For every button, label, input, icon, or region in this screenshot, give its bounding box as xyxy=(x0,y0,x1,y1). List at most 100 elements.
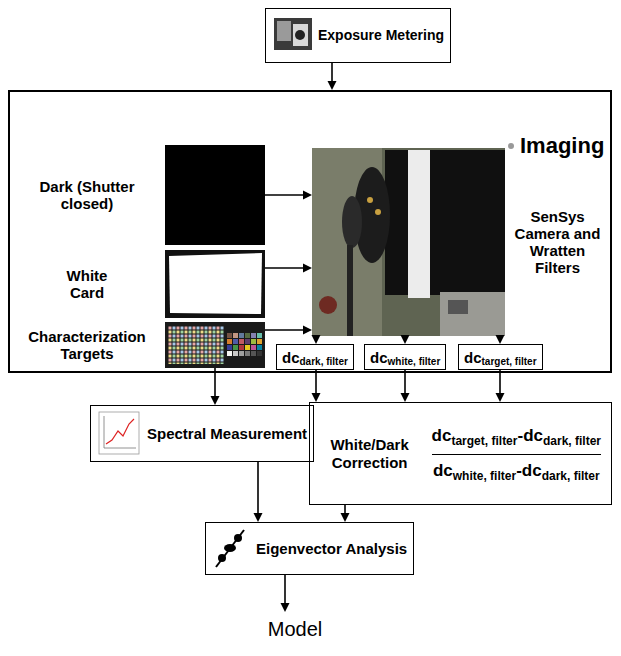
label-area: Dark (Shutter closed) xyxy=(14,178,160,213)
dark-frame xyxy=(165,145,265,245)
box-label: Eigenvector Analysis xyxy=(256,540,407,557)
subscript: white, filter xyxy=(453,469,516,483)
white-card-photo xyxy=(165,250,265,318)
plot-axis xyxy=(104,448,136,449)
image-space xyxy=(160,250,265,318)
arrow-connector xyxy=(401,335,410,344)
process-box: dcdark, filter xyxy=(276,344,354,370)
patch xyxy=(227,351,232,356)
arrowhead xyxy=(328,81,337,90)
patch xyxy=(239,333,244,338)
patch xyxy=(251,333,256,338)
image-label: White Card xyxy=(52,267,122,302)
image-space xyxy=(160,145,265,245)
arrow-connector xyxy=(254,462,263,522)
process-box: dctarget, filter xyxy=(458,344,543,370)
label-area: White Card xyxy=(14,267,160,302)
camera-photo xyxy=(312,148,505,336)
arrow-connector xyxy=(496,335,505,344)
output-label: Model xyxy=(245,612,345,650)
box-label: Spectral Measurement xyxy=(147,425,307,442)
patch xyxy=(233,339,238,344)
arrow-connector xyxy=(312,335,321,344)
color-chart xyxy=(168,326,224,364)
patch xyxy=(233,351,238,356)
arrowhead xyxy=(401,335,410,344)
dc-symbol: dc xyxy=(432,426,452,446)
mount-detail xyxy=(448,300,468,314)
connector-line xyxy=(265,194,304,196)
patch xyxy=(257,345,262,350)
arrowhead xyxy=(312,393,321,402)
scatter-dot xyxy=(224,544,236,552)
patch xyxy=(251,339,256,344)
camera-body xyxy=(385,150,505,295)
exposure-photo xyxy=(274,18,312,50)
patch xyxy=(245,345,250,350)
arrowhead xyxy=(496,335,505,344)
process-box: Eigenvector Analysis xyxy=(205,522,414,575)
arrowhead xyxy=(254,513,263,522)
patch xyxy=(251,351,256,356)
arrow-connector xyxy=(496,370,505,402)
lens xyxy=(342,196,362,248)
arrowhead xyxy=(303,264,312,273)
plot-frame xyxy=(99,412,139,454)
connector-line xyxy=(257,462,259,514)
arrowhead xyxy=(281,603,290,612)
spectrum-plot-icon xyxy=(99,412,139,454)
arrowhead xyxy=(303,326,312,335)
scatter-dot xyxy=(234,534,242,542)
arrow-connector xyxy=(265,326,312,335)
dc-symbol: -dc xyxy=(516,461,542,481)
patch xyxy=(245,351,250,356)
connector-line xyxy=(331,63,333,82)
patch xyxy=(239,345,244,350)
plot-axis xyxy=(104,416,105,448)
white-card xyxy=(169,253,262,314)
patch xyxy=(245,339,250,344)
photo-detail xyxy=(277,21,291,41)
photo-ground xyxy=(165,250,265,318)
image-node: SenSys Camera and Wratten Filters xyxy=(312,148,608,336)
patch xyxy=(233,333,238,338)
dc-symbol: dc xyxy=(282,349,300,366)
photo-detail xyxy=(295,30,305,40)
subscript: target, filter xyxy=(451,434,517,448)
process-box: White/Dark Correctiondctarget, filter-dc… xyxy=(309,402,612,505)
knob xyxy=(319,296,337,314)
arrowhead xyxy=(303,191,312,200)
patch xyxy=(227,333,232,338)
arrow-connector xyxy=(281,575,290,612)
denominator: dcwhite, filter-dcdark, filter xyxy=(433,461,600,481)
image-space xyxy=(312,148,507,336)
output-label: Model xyxy=(268,618,322,641)
dc-symbol: dc xyxy=(433,461,453,481)
image-node: Dark (Shutter closed) xyxy=(14,145,265,245)
label-area: Characterization Targets xyxy=(14,328,160,363)
patch xyxy=(245,333,250,338)
arrowhead xyxy=(312,335,321,344)
arrowhead xyxy=(211,396,220,405)
camera-band xyxy=(408,150,430,298)
plot-curve xyxy=(106,419,134,444)
subscript: dark, filter xyxy=(300,356,348,367)
patch xyxy=(227,339,232,344)
color-checker xyxy=(227,333,262,356)
image-space xyxy=(160,322,265,368)
screw xyxy=(375,209,381,215)
bullet-dot xyxy=(508,143,514,149)
subscript: dark, filter xyxy=(542,469,600,483)
process-box: Spectral Measurement xyxy=(90,405,314,462)
subscript: dark, filter xyxy=(543,434,601,448)
connector-line xyxy=(315,370,317,394)
mount xyxy=(440,292,505,336)
connector-line xyxy=(284,575,286,604)
box-label: White/Dark Correction xyxy=(320,436,420,471)
image-node: Characterization Targets xyxy=(14,322,265,368)
arrowhead xyxy=(341,513,350,522)
patch xyxy=(251,345,256,350)
patch xyxy=(239,351,244,356)
arrowhead xyxy=(496,393,505,402)
patch xyxy=(233,345,238,350)
